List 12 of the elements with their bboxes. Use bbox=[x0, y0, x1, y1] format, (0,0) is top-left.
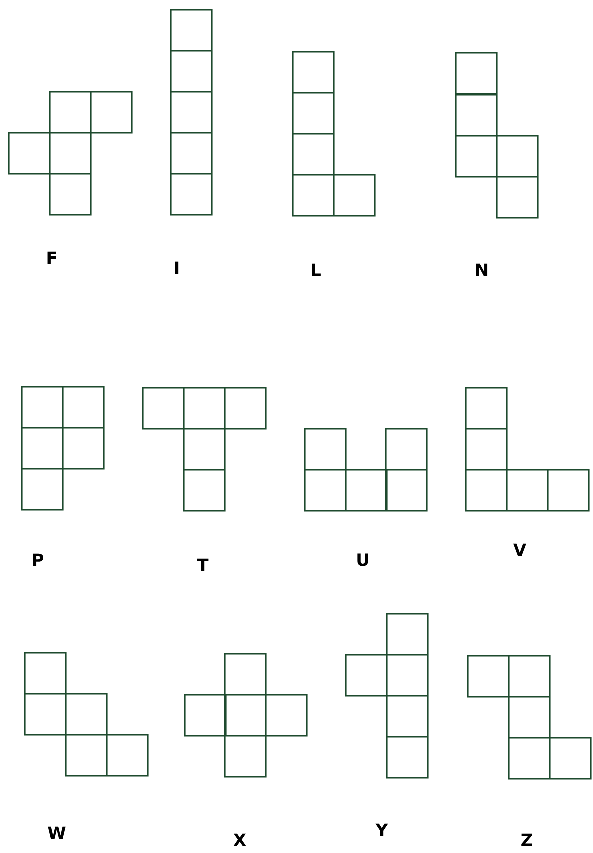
letter-label: W bbox=[48, 826, 66, 840]
letter-label: T bbox=[197, 558, 209, 572]
letter-label: I bbox=[175, 262, 179, 274]
letter-label: V bbox=[514, 544, 526, 556]
letter-label: U bbox=[358, 554, 368, 566]
letter-label: Y bbox=[376, 824, 388, 836]
letter-label: F bbox=[48, 252, 56, 264]
letter-label: L bbox=[312, 264, 321, 276]
letter-label: X bbox=[234, 834, 246, 846]
letter-label: N bbox=[476, 264, 488, 276]
letter-label: Z bbox=[522, 834, 532, 846]
letter-label: P bbox=[33, 554, 44, 566]
